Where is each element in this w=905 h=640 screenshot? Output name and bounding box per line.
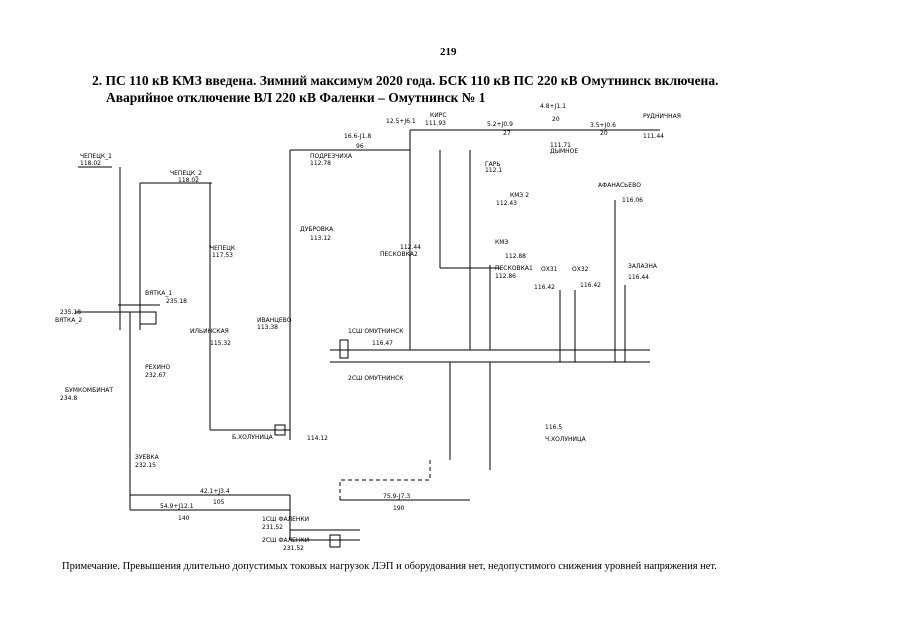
bus-rudnichnaya-voltage: 111.44	[643, 133, 664, 140]
bus-oz32-voltage: 116.42	[580, 282, 601, 289]
flow-label: 54.9+J12.1	[160, 503, 194, 510]
bus-podrez-voltage: 112.78	[310, 160, 331, 167]
bus-cheptsa1-voltage: 118.02	[80, 160, 101, 167]
bus-peskovka2-name: ПЕСКОВКА2	[380, 251, 418, 258]
flow-label: 12.5+J6.1	[386, 118, 416, 125]
bus-dubrovka-voltage: 113.12	[310, 235, 331, 242]
bus-omut1-name: 1СШ ОМУТНИНСК	[348, 328, 404, 335]
flow-label: 42.1+J3.4	[200, 488, 230, 495]
bus-zalazna-voltage: 116.44	[628, 274, 649, 281]
flow-line: 20	[600, 130, 608, 137]
flow-label: 4.8+J1.1	[540, 103, 566, 110]
flow-line: 96	[356, 143, 364, 150]
bus-kmz2-name: КМЗ 2	[510, 192, 529, 199]
bus-dymnoe-voltage: 111.71	[550, 142, 571, 149]
bus-cheptsa2-name: ЧЕПЕЦК_2	[170, 170, 202, 177]
bus-zuevka-name: ЗУЕВКА	[135, 454, 160, 461]
bus-fal2-voltage: 231.52	[283, 545, 304, 552]
flow-label: 3.5+J0.6	[590, 122, 616, 129]
bus-garb-voltage: 112.1	[485, 167, 502, 174]
bus-vyatka2-name: ВЯТКА_2	[55, 317, 82, 324]
bus-labels: ЧЕПЕЦК_1 118.02 ЧЕПЕЦК_2 118.02 ВЯТКА_1 …	[55, 112, 681, 552]
bus-kirs-voltage: 111.93	[425, 120, 446, 127]
bus-peskovka1-name: ПЕСКОВКА1	[495, 265, 533, 272]
bus-bumkomb-voltage: 234.8	[60, 395, 77, 402]
bus-vyatka1-name: ВЯТКА_1	[145, 290, 172, 297]
bus-rekhino-name: РЕХИНО	[145, 364, 171, 371]
bus-afanasevo-voltage: 116.06	[622, 197, 643, 204]
bus-bkholun-voltage: 114.12	[307, 435, 328, 442]
bus-ilinskaya-voltage: 115.32	[210, 340, 231, 347]
bus-afanasevo-name: АФАНАСЬЕВО	[598, 182, 641, 189]
bus-omut1-voltage: 116.47	[372, 340, 393, 347]
bus-vyatka2-voltage: 235.18	[60, 309, 81, 316]
bus-chkholun-name: Ч.ХОЛУНИЦА	[545, 436, 587, 443]
bus-ivantsevo-voltage: 113.38	[257, 324, 278, 331]
bus-kmz-voltage: 112.88	[505, 253, 526, 260]
bus-kmz-name: КМЗ	[495, 239, 508, 246]
flow-label: 75.9-J7.3	[383, 493, 410, 500]
flow-line: 20	[552, 116, 560, 123]
bus-omut2-name: 2СШ ОМУТНИНСК	[348, 375, 404, 382]
flow-line: 190	[393, 505, 405, 512]
bus-vyatka1-voltage: 235.18	[166, 298, 187, 305]
bus-oz31-name: ОХ31	[541, 266, 558, 273]
title-line-2: Аварийное отключение ВЛ 220 кВ Фаленки –…	[106, 90, 486, 105]
flow-line: 140	[178, 515, 190, 522]
bus-podrez-name: ПОДРЕЗЧИХА	[310, 153, 353, 160]
bus-ivantsevo-name: ИВАНЦЕВО	[257, 317, 292, 324]
bus-garb-name: ГАРЬ	[485, 161, 501, 168]
title-line-1: 2. ПС 110 кВ КМЗ введена. Зимний максиму…	[92, 73, 719, 88]
bus-chkholun-voltage: 116.5	[545, 424, 562, 431]
bus-bumkomb-name: БУМКОМБИНАТ	[65, 387, 113, 394]
bus-chepetsk-name: ЧЕПЕЦК	[210, 245, 236, 252]
flow-label: 16.6-J1.8	[344, 133, 371, 140]
bus-kmz2-voltage: 112.43	[496, 200, 517, 207]
bus-rudnichnaya-name: РУДНИЧНАЯ	[643, 113, 681, 120]
page-note: Примечание. Превышения длительно допусти…	[62, 561, 717, 572]
bus-peskovka1-voltage: 112.86	[495, 273, 516, 280]
page-number: 219	[440, 46, 457, 58]
bus-oz31-voltage: 116.42	[534, 284, 555, 291]
bus-fal1-name: 1СШ ФАЛЕНКИ	[262, 516, 309, 523]
bus-zuevka-voltage: 232.15	[135, 462, 156, 469]
flow-line: 27	[503, 130, 511, 137]
bus-oz32-name: ОХ32	[572, 266, 589, 273]
bus-bkholun-name: Б.ХОЛУНИЦА	[232, 434, 274, 441]
bus-peskovka2-voltage: 112.44	[400, 244, 421, 251]
bus-dubrovka-name: ДУБРОВКА	[300, 226, 334, 233]
bus-dymnoe-name: ДЫМНОЕ	[550, 148, 578, 155]
bus-zalazna-name: ЗАЛАЗНА	[628, 263, 658, 270]
bus-fal2-name: 2СШ ФАЛЕНКИ	[262, 537, 309, 544]
page-title: 2. ПС 110 кВ КМЗ введена. Зимний максиму…	[92, 72, 882, 106]
bus-chepetsk-voltage: 117.53	[212, 252, 233, 259]
flow-labels: 4.8+J1.1 20 5.2+J0.9 27 3.5+J0.6 20 12.5…	[160, 103, 616, 522]
flow-line: 105	[213, 499, 225, 506]
bus-fal1-voltage: 231.52	[262, 524, 283, 531]
bus-rekhino-voltage: 232.67	[145, 372, 166, 379]
bus-kirs-name: КИРС	[430, 112, 447, 119]
bus-ilinskaya-name: ИЛЬИНСКАЯ	[190, 328, 229, 335]
bus-cheptsa1-name: ЧЕПЕЦК_1	[80, 153, 112, 160]
flow-label: 5.2+J0.9	[487, 121, 513, 128]
bus-cheptsa2-voltage: 118.02	[178, 177, 199, 184]
